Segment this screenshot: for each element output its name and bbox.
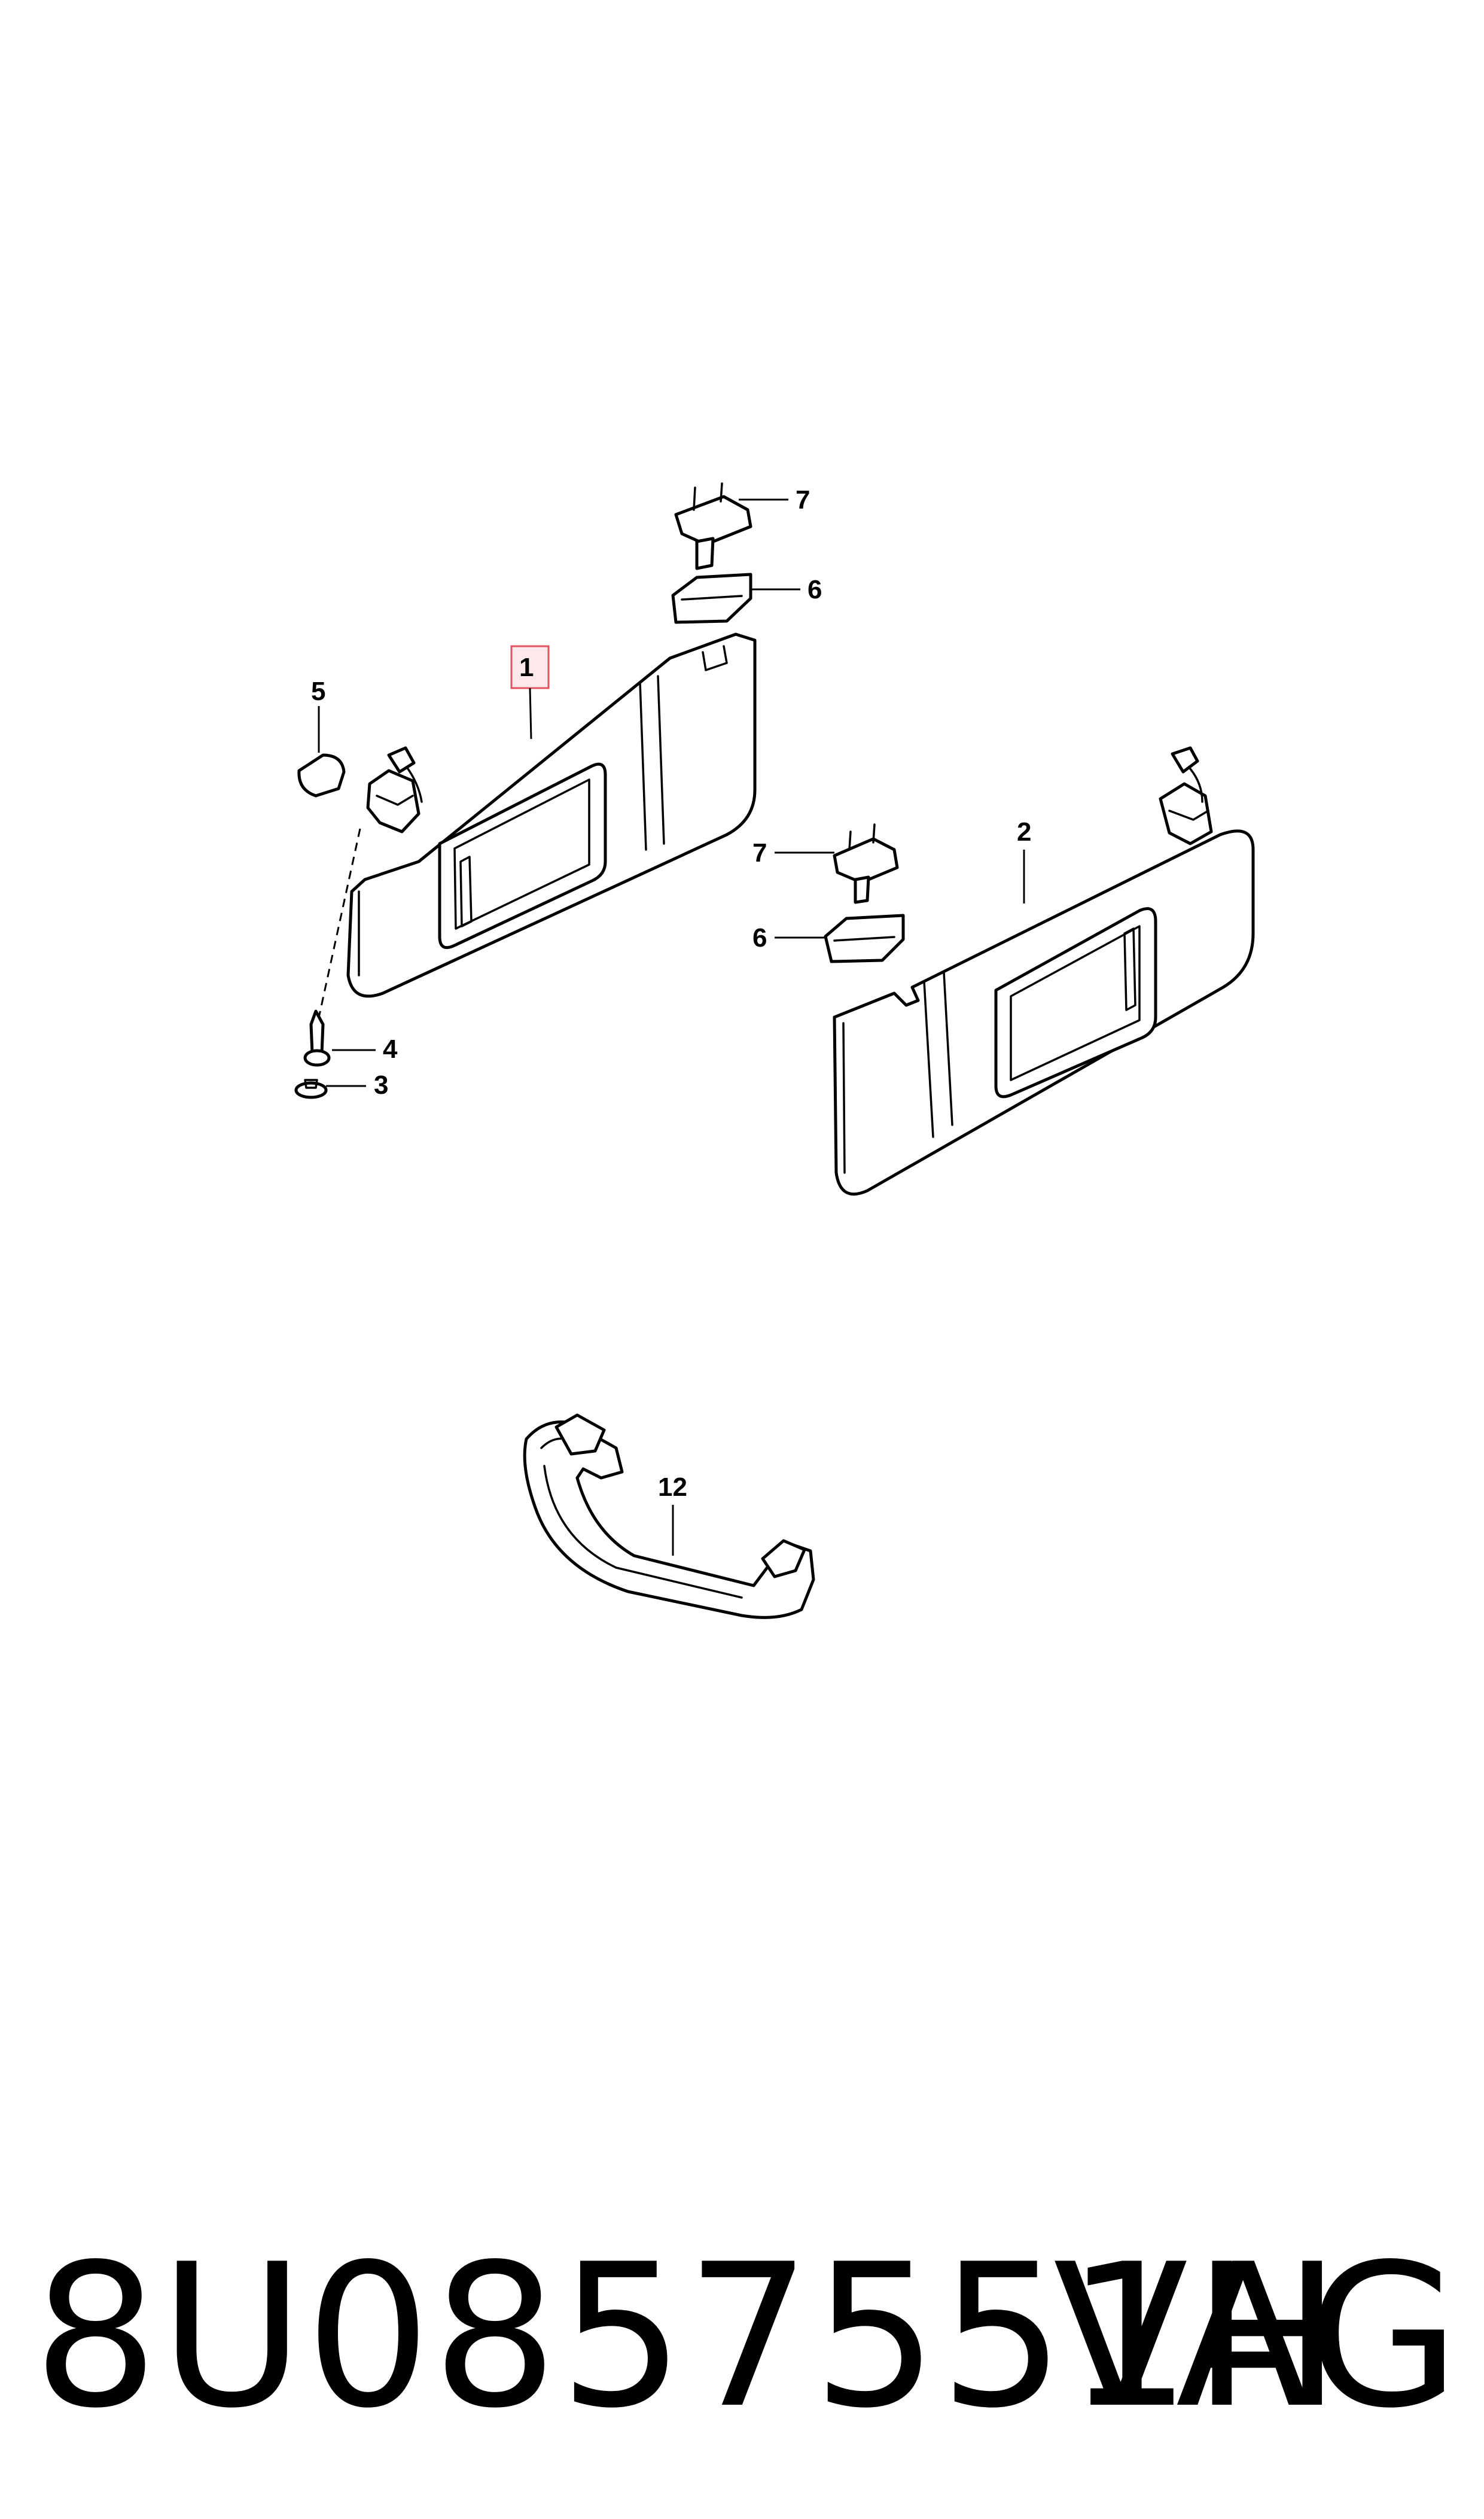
part-number: 8U0857551H	[33, 2222, 1343, 2451]
callout-7-mid[interactable]: 7	[752, 838, 767, 868]
callout-12[interactable]: 12	[658, 1473, 687, 1502]
sun-visor-left[interactable]	[346, 632, 757, 998]
callout-6-top[interactable]: 6	[807, 575, 822, 604]
screw-part[interactable]	[303, 1009, 331, 1067]
visor-clip-mid[interactable]	[824, 914, 905, 963]
cap-part[interactable]	[294, 1079, 328, 1099]
callout-1[interactable]: 1	[519, 653, 534, 682]
visor-clip-top[interactable]	[671, 573, 752, 624]
parts-diagram: 1 2 3 4 5 7 6 7 6 12	[294, 482, 1255, 1619]
visor-hinge-right	[1159, 746, 1213, 845]
visor-hinge-left	[366, 746, 423, 833]
sun-visor-right[interactable]	[833, 829, 1255, 1196]
visor-cover-part[interactable]	[297, 753, 346, 798]
grab-handle[interactable]	[523, 1413, 815, 1619]
brand-label: VAG	[1053, 2222, 1460, 2451]
callout-1-highlight	[510, 645, 550, 689]
callout-5[interactable]: 5	[311, 677, 325, 706]
callout-6-mid[interactable]: 6	[752, 923, 767, 953]
visor-mount-mid[interactable]	[833, 823, 899, 904]
callout-7-top[interactable]: 7	[796, 485, 810, 515]
callout-3[interactable]: 3	[374, 1070, 388, 1100]
callout-4[interactable]: 4	[383, 1035, 398, 1064]
callout-2[interactable]: 2	[1017, 817, 1031, 847]
visor-mount-top[interactable]	[674, 482, 752, 570]
